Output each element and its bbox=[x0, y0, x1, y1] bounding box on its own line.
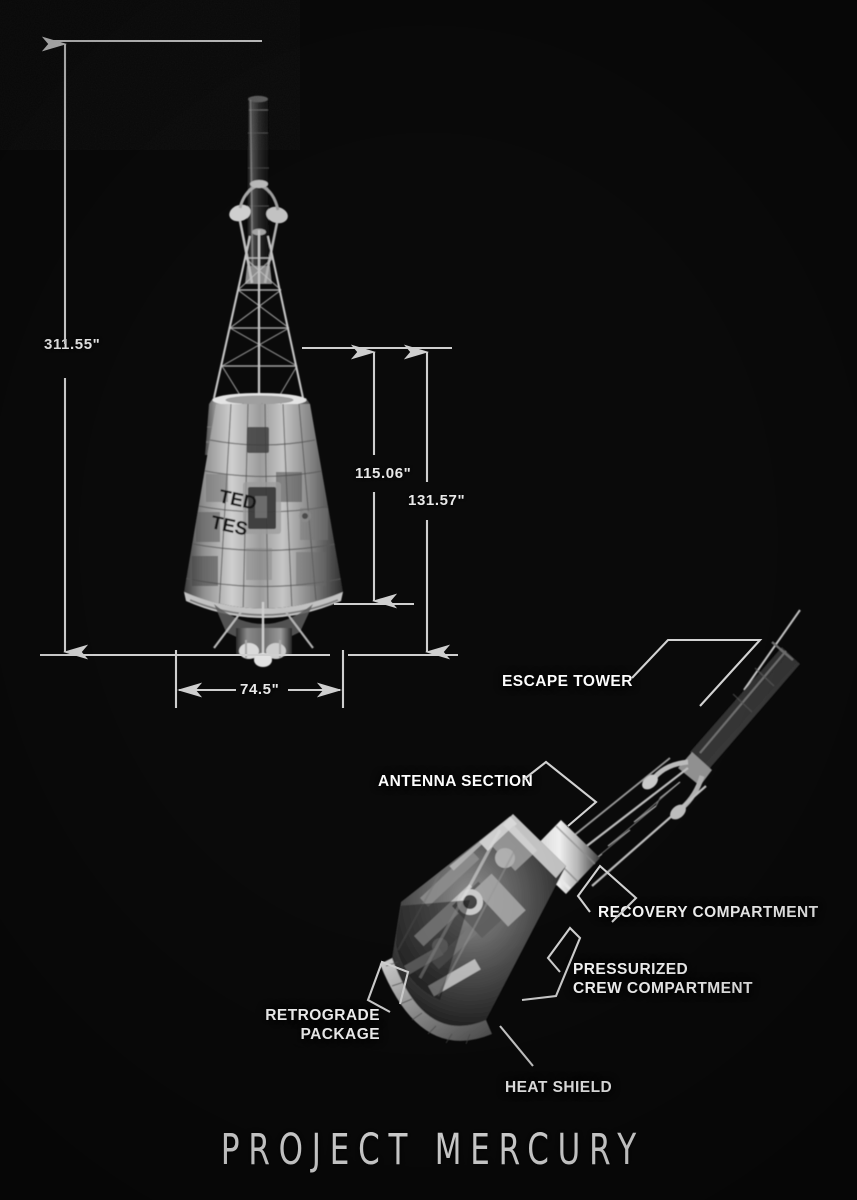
leader-escape-tower bbox=[631, 638, 763, 707]
callout-pressurized-crew-compartment: PRESSURIZED CREW COMPARTMENT bbox=[573, 961, 753, 997]
leader-heat-shield bbox=[499, 1025, 534, 1067]
dimension-label-131: 131.57" bbox=[408, 492, 466, 509]
callout-retrograde-package: RETROGRADE PACKAGE bbox=[265, 1007, 380, 1043]
dimension-label-diameter: 74.5" bbox=[240, 681, 280, 698]
leader-retrograde-package bbox=[366, 960, 410, 1013]
callout-antenna-section: ANTENNA SECTION bbox=[378, 773, 534, 790]
antenna-spike bbox=[743, 609, 801, 691]
leader-antenna-section bbox=[522, 760, 598, 827]
page-title: PROJECT MERCURY bbox=[220, 1125, 645, 1175]
callout-escape-tower: ESCAPE TOWER bbox=[502, 673, 633, 690]
callout-heat-shield: HEAT SHIELD bbox=[505, 1079, 613, 1096]
mercury-capsule-upright-photo: TED TES bbox=[184, 95, 343, 667]
escape-motor-nozzles bbox=[229, 180, 288, 284]
leader-recovery-compartment bbox=[576, 864, 638, 923]
leader-pressurized-crew bbox=[521, 926, 582, 1002]
dimension-label-115: 115.06" bbox=[355, 465, 412, 482]
escape-tower-truss bbox=[212, 230, 305, 404]
callout-recovery-compartment: RECOVERY COMPARTMENT bbox=[598, 904, 819, 921]
dimension-label-overall-height: 311.55" bbox=[44, 336, 101, 353]
escape-rocket-motor-tilted bbox=[642, 641, 800, 820]
